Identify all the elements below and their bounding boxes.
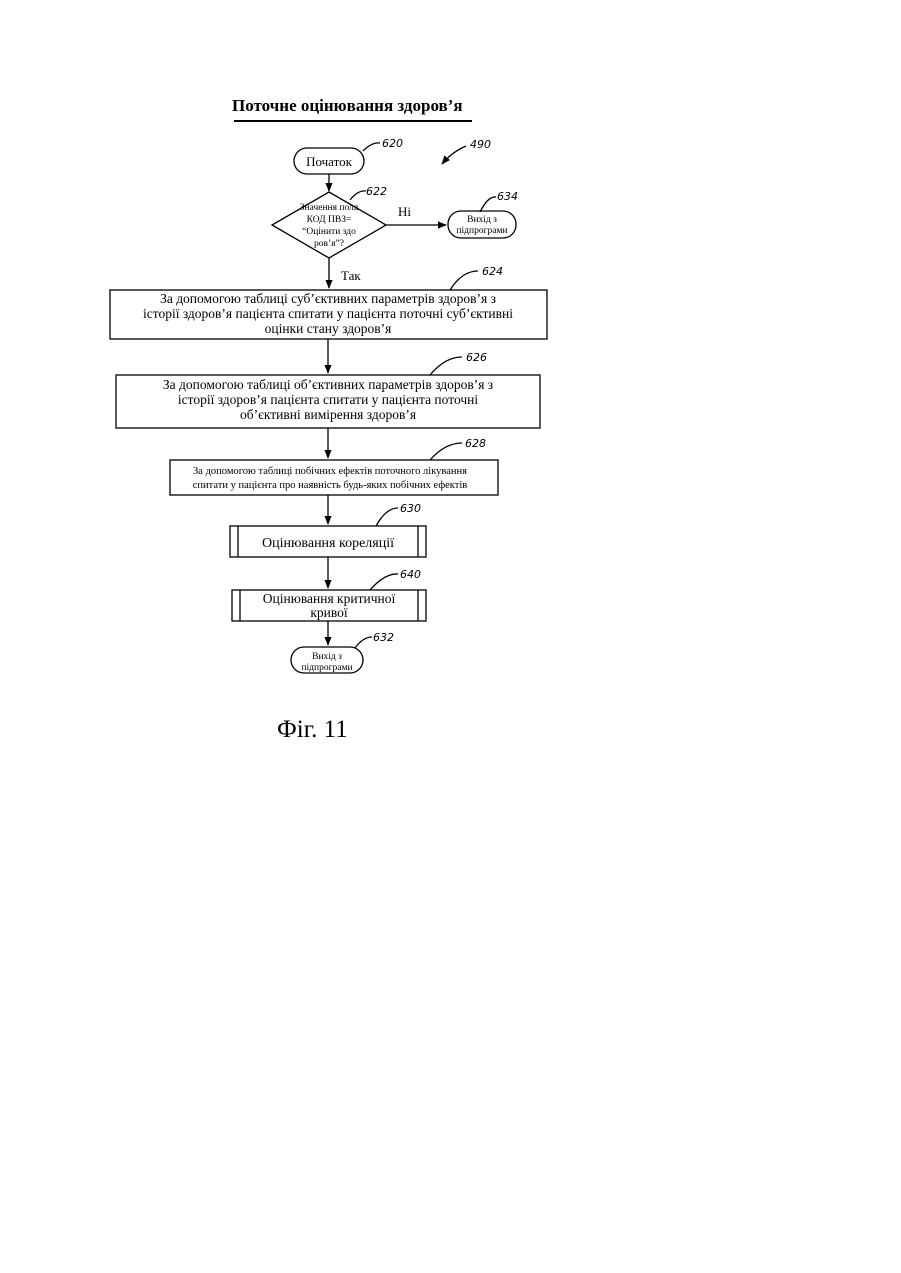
ref-number-628: 628 (465, 437, 486, 450)
ref-number-632: 632 (373, 631, 394, 644)
critical-curve-line-1: Оцінювання критичної (263, 591, 396, 606)
figure-caption: Фіг. 11 (277, 716, 348, 744)
step-subjective-line-3: оцінки стану здоров’я (265, 321, 392, 336)
step-side-effects-line-1: За допомогою таблиці побічних ефектів по… (193, 466, 467, 477)
decision-line-3: “Оцінити здо (302, 227, 356, 237)
figure-ref-arrow (442, 146, 466, 164)
ref-number-620: 620 (382, 137, 403, 150)
step-objective-line-3: об’єктивні вимірення здоров’я (240, 407, 416, 422)
ref-leader-634 (480, 197, 496, 212)
ref-leader-622 (350, 191, 366, 200)
figure-ref-number: 490 (470, 138, 491, 151)
exit-bottom-line-2: підпрограми (301, 663, 352, 673)
ref-number-622: 622 (366, 185, 387, 198)
exit-top-line-1: Вихід з (467, 215, 497, 225)
correlation-label: Оцінювання кореляції (262, 536, 394, 551)
edge-label-yes: Так (341, 268, 361, 283)
ref-leader-640 (370, 574, 398, 590)
step-objective-line-2: історії здоров’я пацієнта спитати у паці… (178, 392, 478, 407)
step-objective-line-1: За допомогою таблиці об’єктивних парамет… (163, 377, 493, 392)
ref-leader-620 (363, 143, 380, 151)
edge-label-no: Ні (398, 204, 411, 219)
step-subjective-line-1: За допомогою таблиці суб’єктивних параме… (160, 291, 496, 306)
ref-number-624: 624 (482, 265, 503, 278)
ref-leader-628 (430, 443, 462, 460)
step-side-effects-line-2: спитати у пацієнта про наявність будь-як… (193, 480, 467, 491)
ref-number-640: 640 (400, 568, 421, 581)
decision-line-4: ров’я”? (314, 239, 344, 249)
exit-top-line-2: підпрограми (456, 226, 507, 236)
ref-number-634: 634 (497, 190, 518, 203)
critical-curve-line-2: кривої (310, 605, 348, 620)
ref-leader-626 (430, 357, 462, 375)
start-label: Початок (306, 154, 353, 169)
step-subjective-line-2: історії здоров’я пацієнта спитати у паці… (143, 306, 513, 321)
decision-line-2: КОД ПВЗ= (307, 215, 352, 225)
exit-bottom-line-1: Вихід з (312, 652, 342, 662)
ref-number-626: 626 (466, 351, 487, 364)
ref-leader-630 (376, 508, 398, 526)
ref-number-630: 630 (400, 502, 421, 515)
decision-line-1: Значення поля (300, 203, 359, 213)
ref-leader-624 (450, 271, 478, 290)
ref-leader-632 (355, 637, 372, 648)
